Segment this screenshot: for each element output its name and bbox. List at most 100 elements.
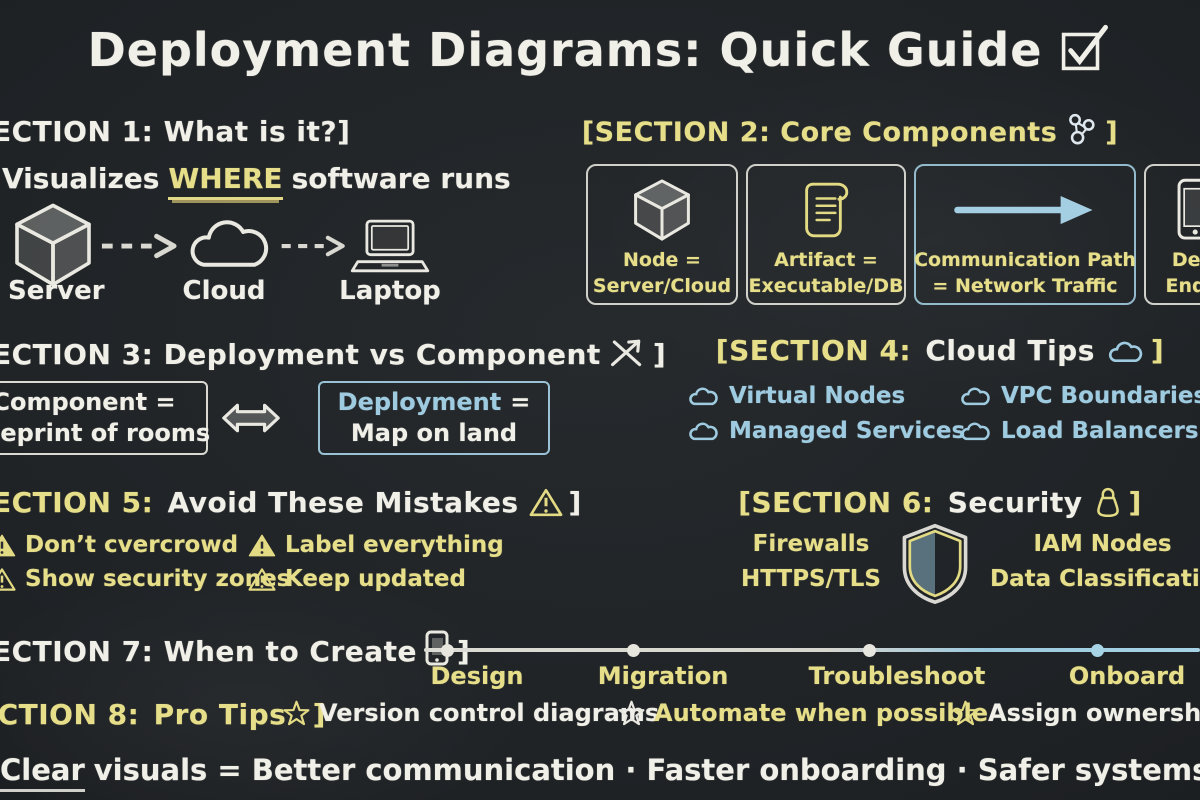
warning-triangle-icon	[529, 488, 562, 517]
card-line2: Executable/DB	[748, 275, 904, 297]
flow-label-laptop: Laptop	[339, 276, 441, 306]
page-title-text: Deployment Diagrams: Quick Guide	[87, 23, 1043, 77]
cloud-icon	[190, 220, 269, 267]
deployment-box: Deployment= Map on land	[318, 381, 550, 455]
card-line1: Device =	[1171, 249, 1200, 271]
section8-header-prefix: [SECTION 8:	[0, 698, 140, 731]
section5-header-prefix: [SECTION 5:	[0, 486, 154, 519]
section5-header-bracket: ]	[568, 486, 582, 519]
dashed-arrow-icon	[101, 233, 177, 259]
timeline-dot-migration	[627, 644, 640, 657]
subtitle-pre: Visualizes	[2, 162, 160, 195]
double-arrow-icon	[222, 403, 280, 433]
cloud-icon	[689, 422, 718, 440]
timeline-label: Migration	[597, 662, 729, 690]
mistake-item: Label everything	[248, 532, 504, 558]
security-item: Firewalls	[752, 531, 870, 557]
pro-tip-item: Version control diagrams	[283, 699, 659, 727]
security-right-items: IAM Nodes Data Classification	[990, 527, 1200, 597]
timeline-dot-onboard	[1091, 644, 1104, 657]
cloud-tip-label: Load Balancers	[1001, 418, 1199, 444]
timeline-label: Troubleshoot	[808, 662, 986, 690]
footer-text: visuals = Better communication · Faster …	[93, 753, 1200, 787]
section7-header: [SECTION 7: When to Create]	[0, 629, 470, 668]
warning-triangle-icon	[0, 534, 16, 556]
flow-label-server: Server	[8, 276, 105, 306]
pro-tip-item: Automate when possible	[618, 699, 988, 727]
page-title: Deployment Diagrams: Quick Guide	[0, 22, 1200, 77]
section7-header-text: [SECTION 7: When to Create	[0, 635, 418, 668]
footer-underlined-word: Clear	[0, 753, 85, 792]
section6-header-title: Security	[947, 486, 1083, 519]
mistake-label: Label everything	[285, 532, 504, 558]
card-communication-path: Communication Path = Network Traffic	[914, 164, 1136, 305]
component-box-line2: blueprint of rooms	[0, 419, 211, 447]
pro-tip-label: Automate when possible	[654, 699, 989, 727]
section6-header-prefix: [SECTION 6:	[738, 486, 934, 519]
security-left-items: Firewalls HTTPS/TLS	[726, 527, 896, 597]
deployment-box-line2: Map on land	[350, 419, 518, 447]
cloud-tip-label: Managed Services	[729, 418, 966, 444]
card-line1: Node =	[623, 249, 701, 271]
component-box: Component = blueprint of rooms	[0, 381, 211, 455]
section1-header: [SECTION 1: What is it?]	[0, 115, 351, 148]
star-icon	[952, 700, 979, 725]
card-artifact-text: Artifact = Executable/DB	[748, 247, 903, 299]
timeline-dot-design	[441, 644, 454, 657]
arrow-right-icon	[950, 173, 1100, 247]
warning-triangle-icon	[248, 567, 276, 591]
card-line2: End Users	[1165, 275, 1200, 297]
cloud-tip-item: Managed Services	[686, 418, 965, 444]
scroll-icon	[800, 173, 852, 247]
mistake-label: Show security zones	[25, 566, 291, 592]
mistake-item: Show security zones	[0, 566, 290, 592]
card-line2: Server/Cloud	[592, 275, 732, 297]
security-item: IAM Nodes	[1033, 531, 1172, 557]
card-line2: = Network Traffic	[932, 275, 1118, 297]
section2-header-bracket: ]	[1105, 117, 1119, 148]
deployment-box-line1: Deployment=	[338, 387, 531, 418]
laptop-icon	[350, 219, 430, 273]
section5-header: [SECTION 5: Avoid These Mistakes]	[0, 486, 582, 519]
card-device-text: Device = End Users	[1165, 247, 1200, 299]
cloud-tip-item: Load Balancers	[958, 418, 1199, 444]
security-item: Data Classification	[990, 566, 1200, 592]
cloud-tip-item: Virtual Nodes	[686, 383, 905, 409]
warning-triangle-icon	[0, 567, 16, 591]
mistake-item: Don’t cvercrowd	[0, 532, 238, 558]
warning-triangle-icon	[248, 534, 276, 556]
nodes-icon	[1069, 113, 1095, 145]
cloud-icon	[689, 387, 718, 405]
pro-tip-item: Assign ownership	[952, 699, 1200, 727]
star-icon	[283, 700, 310, 725]
subtitle-highlight: WHERE	[168, 162, 283, 200]
timeline-label: Onboard	[1068, 662, 1186, 690]
deployment-word: Deployment	[337, 388, 502, 416]
timeline-dot-troubleshoot	[863, 644, 876, 657]
section4-header-bracket: ]	[1150, 334, 1165, 367]
mistake-label: Don’t cvercrowd	[25, 532, 239, 558]
card-device: Device = End Users	[1144, 164, 1200, 305]
pro-tip-label: Version control diagrams	[319, 699, 660, 727]
section8-header: [SECTION 8: Pro Tips ]	[0, 698, 326, 731]
mistake-label: Keep updated	[285, 566, 466, 592]
dashed-arrow-icon	[281, 235, 345, 257]
cloud-tip-label: Virtual Nodes	[729, 383, 906, 409]
card-artifact: Artifact = Executable/DB	[746, 164, 906, 305]
section8-header-bracket: ]	[312, 698, 326, 731]
card-line1: Artifact =	[774, 249, 878, 271]
section3-header: [SECTION 3: Deployment vs Component]	[0, 334, 666, 371]
section4-header: [SECTION 4: Cloud Tips]	[690, 334, 1190, 367]
lock-icon	[1096, 487, 1119, 518]
section4-header-prefix: [SECTION 4:	[715, 334, 912, 367]
cloud-icon	[1108, 341, 1143, 362]
section5-header-title: Avoid These Mistakes	[167, 486, 519, 519]
flow-label-cloud: Cloud	[182, 276, 266, 306]
checkbox-icon	[1062, 24, 1109, 71]
section2-header-text: [SECTION 2: Core Components	[581, 117, 1058, 148]
cloud-icon	[961, 422, 990, 440]
crossed-arrows-icon	[610, 339, 641, 367]
mistake-item: Keep updated	[248, 566, 466, 592]
